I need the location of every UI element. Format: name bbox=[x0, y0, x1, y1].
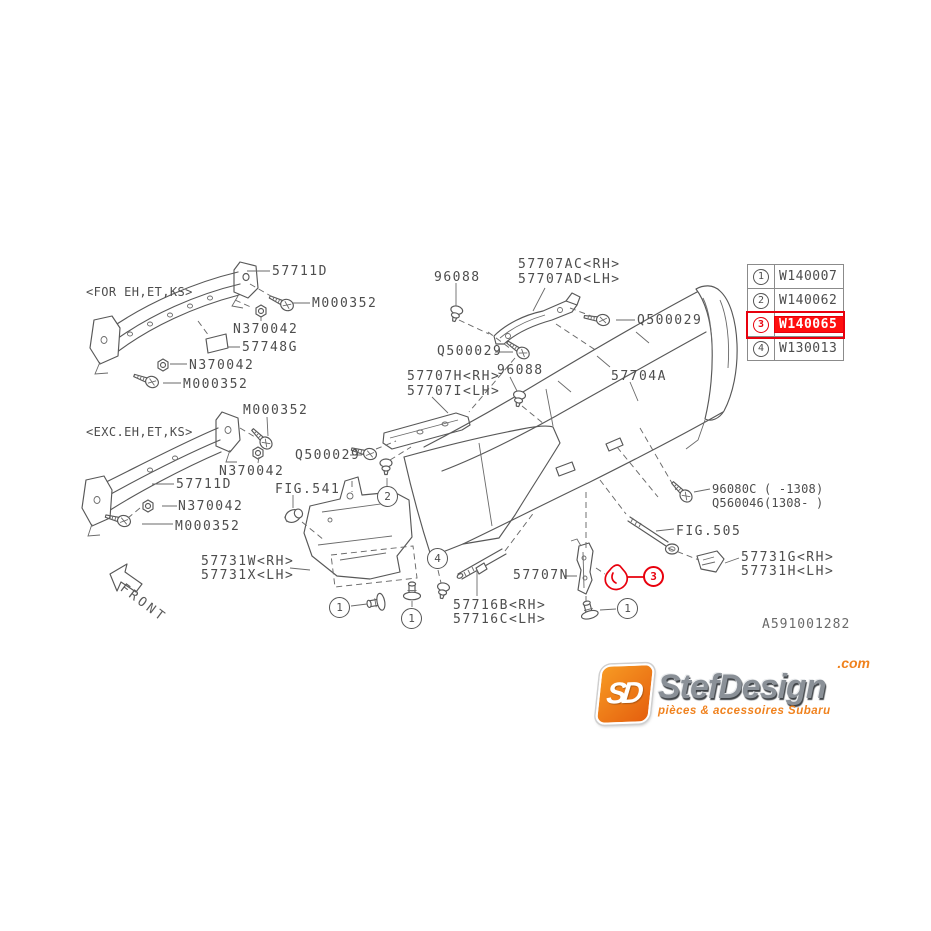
legend-row-highlighted: 3 W140065 bbox=[748, 313, 843, 337]
part-label: N370042 bbox=[219, 464, 285, 479]
legend-code: W130013 bbox=[779, 341, 838, 356]
screw-m000352-icon bbox=[131, 369, 161, 390]
part-label: M000352 bbox=[312, 296, 378, 311]
part-label: M000352 bbox=[243, 403, 309, 418]
beam-exc-drawing bbox=[81, 411, 241, 537]
bracket-57707h-drawing bbox=[382, 412, 471, 450]
front-arrow-icon bbox=[109, 563, 143, 593]
nut-n370042-icon bbox=[142, 499, 154, 513]
legend-row: 2 W140062 bbox=[748, 289, 843, 313]
clip-96088-icon bbox=[511, 389, 527, 408]
callout-1: 1 bbox=[401, 608, 422, 629]
part-label: 57707N bbox=[513, 568, 569, 583]
beam-for-drawing bbox=[89, 261, 259, 375]
screw-m000352-icon bbox=[248, 425, 276, 453]
figure-ref-label: FIG.541 bbox=[275, 482, 341, 497]
screw-q500029-icon bbox=[503, 337, 533, 362]
legend-callout-3: 3 bbox=[753, 316, 769, 333]
clip-icon bbox=[379, 458, 393, 476]
part-label: 57731X<LH> bbox=[201, 568, 295, 583]
part-label: 57731G<RH> bbox=[741, 550, 835, 565]
legend-code: W140007 bbox=[779, 269, 838, 284]
part-label: N370042 bbox=[233, 322, 299, 337]
part-label: M000352 bbox=[183, 377, 249, 392]
callout-3-highlighted: 3 bbox=[643, 566, 664, 587]
bolt-icon bbox=[577, 598, 600, 622]
callout-2: 2 bbox=[377, 486, 398, 507]
legend-code-highlighted: W140065 bbox=[775, 317, 843, 332]
part-label: Q560046(1308- ) bbox=[712, 496, 824, 510]
nut-n370042-icon bbox=[255, 304, 267, 318]
part-label: Q500029 bbox=[637, 313, 703, 328]
assembly-dashed-lines bbox=[127, 283, 700, 604]
screw-m000352-icon bbox=[266, 291, 296, 314]
logo-tld: .com bbox=[837, 655, 870, 671]
part-label: 57711D bbox=[272, 264, 328, 279]
legend-code: W140062 bbox=[779, 293, 838, 308]
logo-brand-name: StefDesign bbox=[658, 668, 827, 706]
fastener-legend-table: 1 W140007 2 W140062 3 W140065 4 W130013 bbox=[747, 264, 844, 361]
legend-row: 4 W130013 bbox=[748, 337, 843, 360]
logo-tagline: pièces & accessoires Subaru bbox=[658, 705, 831, 717]
legend-callout-4: 4 bbox=[753, 340, 769, 357]
part-label: 57711D bbox=[176, 477, 232, 492]
part-label: 57748G bbox=[242, 340, 298, 355]
part-label: M000352 bbox=[175, 519, 241, 534]
part-label: 57731W<RH> bbox=[201, 554, 295, 569]
part-label: Q500029 bbox=[295, 448, 361, 463]
callout-1: 1 bbox=[617, 598, 638, 619]
variant-note: <FOR EH,ET,KS> bbox=[86, 285, 193, 299]
logo-badge-icon: SD bbox=[594, 663, 656, 725]
part-label: N370042 bbox=[178, 499, 244, 514]
callout-4: 4 bbox=[427, 548, 448, 569]
callout-1: 1 bbox=[329, 597, 350, 618]
bolt-icon bbox=[402, 581, 422, 601]
part-label: 57716C<LH> bbox=[453, 612, 547, 627]
legend-callout-2: 2 bbox=[753, 292, 769, 309]
nut-n370042-icon bbox=[157, 358, 169, 372]
plate-57748g-drawing bbox=[205, 333, 229, 354]
part-label: N370042 bbox=[189, 358, 255, 373]
bracket-57707n-drawing bbox=[570, 538, 594, 595]
part-label: 57731H<LH> bbox=[741, 564, 835, 579]
part-label: 57704A bbox=[611, 369, 667, 384]
stefdesign-logo: SD .com StefDesign pièces & accessoires … bbox=[594, 655, 881, 729]
part-label: 96080C ( -1308) bbox=[712, 482, 824, 496]
bolt-icon bbox=[365, 592, 387, 614]
drawing-code: A591001282 bbox=[762, 617, 851, 632]
part-label: 57707I<LH> bbox=[407, 384, 501, 399]
rod-57716-drawing bbox=[456, 548, 507, 580]
logo-text-block: .com StefDesign pièces & accessoires Sub… bbox=[658, 655, 876, 717]
bracket-57707ac-drawing bbox=[493, 292, 581, 345]
part-label: 57716B<RH> bbox=[453, 598, 547, 613]
screw-96080c-icon bbox=[668, 478, 696, 506]
part-label: 96088 bbox=[434, 270, 481, 285]
figure-ref-label: FIG.505 bbox=[676, 524, 742, 539]
part-label: 96088 bbox=[497, 363, 544, 378]
logo-monogram: SD bbox=[604, 676, 641, 711]
grommet-fig541-drawing bbox=[284, 508, 304, 523]
clip-96088-icon bbox=[447, 304, 465, 324]
rod-fig505-drawing bbox=[627, 516, 680, 555]
legend-row: 1 W140007 bbox=[748, 265, 843, 289]
clip-57731g-drawing bbox=[696, 550, 725, 573]
legend-callout-1: 1 bbox=[753, 268, 769, 285]
highlighted-clip-w140065 bbox=[604, 564, 644, 591]
clip-icon bbox=[435, 581, 451, 600]
part-label: 57707AD<LH> bbox=[518, 272, 621, 287]
nut-n370042-icon bbox=[252, 446, 264, 460]
part-label: 57707AC<RH> bbox=[518, 257, 621, 272]
part-label: Q500029 bbox=[437, 344, 503, 359]
part-label: 57707H<RH> bbox=[407, 369, 501, 384]
leader-lines bbox=[142, 270, 740, 611]
variant-note: <EXC.EH,ET,KS> bbox=[86, 425, 193, 439]
screw-q500029-icon bbox=[582, 310, 611, 328]
